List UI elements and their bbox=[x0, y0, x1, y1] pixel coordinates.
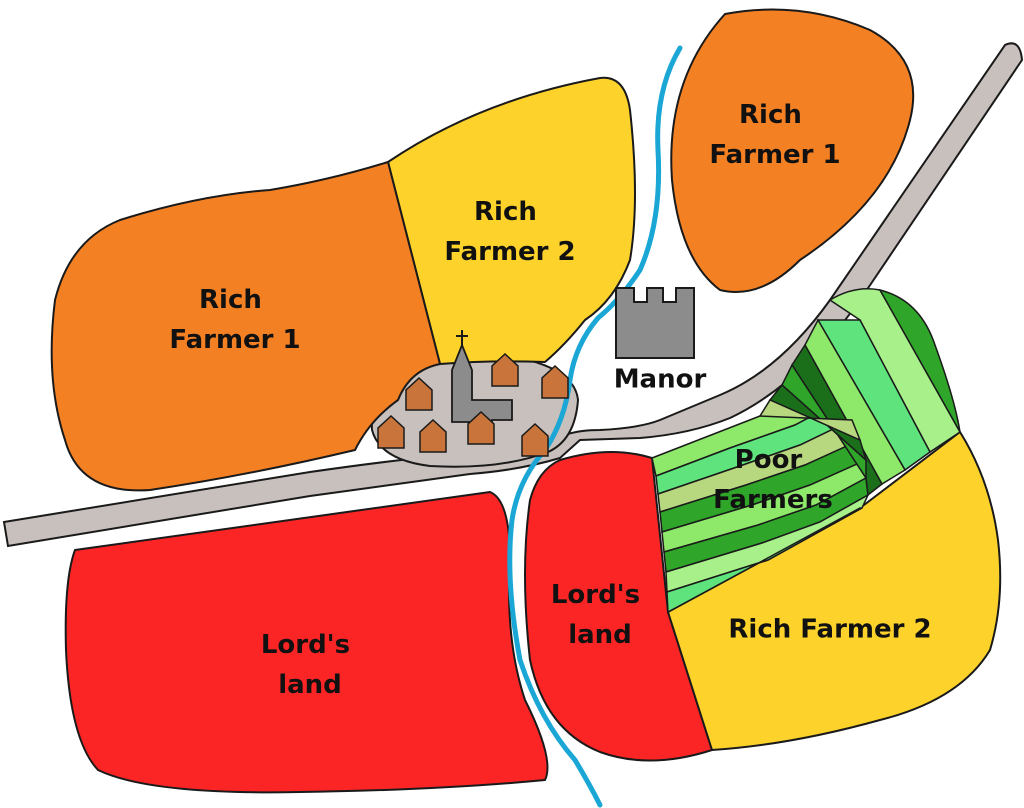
label-poor-farmers: Poor Farmers bbox=[713, 445, 833, 515]
field-rich-farmer-2-bottom bbox=[667, 431, 1002, 751]
field-lords-land-left bbox=[64, 491, 549, 794]
label-rich-farmer-1-left: Rich Farmer 1 bbox=[169, 285, 300, 355]
strip bbox=[666, 507, 863, 614]
label-manor: Manor bbox=[614, 365, 707, 395]
label-lords-land-middle: Lord's land bbox=[551, 580, 649, 650]
label-rich-farmer-2-bottom: Rich Farmer 2 bbox=[728, 615, 931, 645]
manor-castle-icon bbox=[615, 287, 695, 359]
house-icon bbox=[467, 410, 495, 445]
field-poor-farmers bbox=[651, 288, 961, 614]
village-houses bbox=[377, 352, 569, 457]
field-rich-farmer-1-top bbox=[670, 8, 915, 293]
field-rich-farmer-1-left bbox=[50, 161, 441, 492]
field-rich-farmer-2-top bbox=[387, 76, 636, 365]
house-icon bbox=[521, 422, 549, 457]
strip bbox=[878, 288, 961, 433]
strip bbox=[828, 288, 961, 454]
label-rich-farmer-1-top: Rich Farmer 1 bbox=[709, 100, 840, 170]
strip bbox=[758, 399, 862, 442]
house-icon bbox=[377, 414, 405, 449]
label-rich-farmer-2-top: Rich Farmer 2 bbox=[444, 197, 575, 267]
house-icon bbox=[541, 364, 569, 399]
house-icon bbox=[405, 376, 433, 411]
river bbox=[507, 45, 683, 808]
house-icon bbox=[491, 352, 519, 387]
label-lords-land-left: Lord's land bbox=[261, 630, 359, 700]
house-icon bbox=[419, 418, 447, 453]
